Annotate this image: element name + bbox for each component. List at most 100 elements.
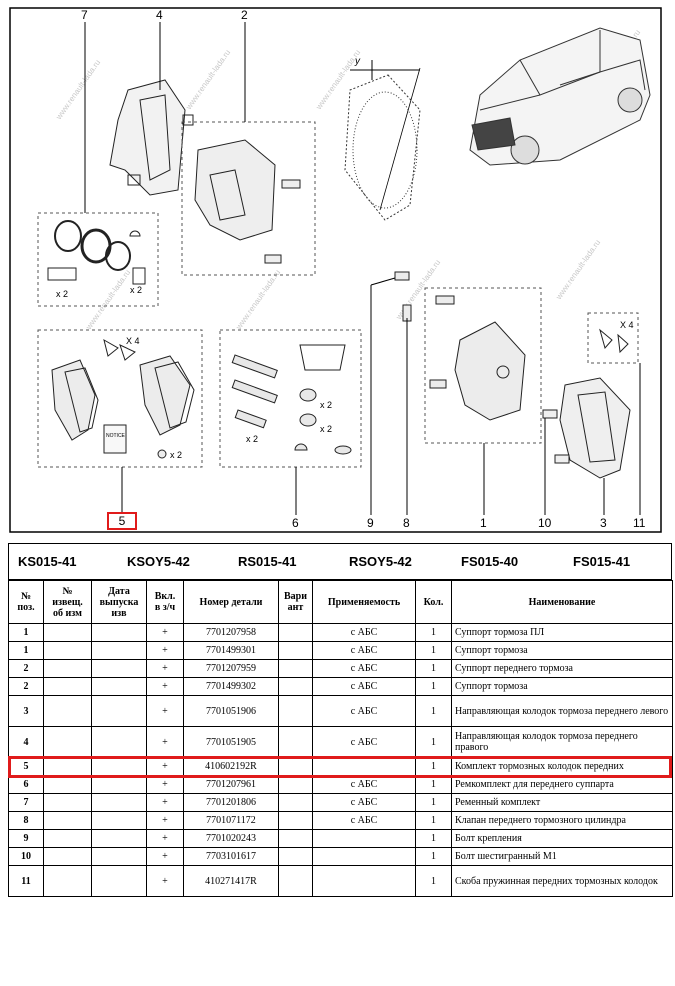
watermark: www.renault-lada.ru (184, 48, 232, 112)
callout-8: 8 (403, 516, 410, 530)
cell-qty: 1 (415, 847, 452, 866)
repair-kit-part6 (231, 344, 352, 455)
qty-mark: X 4 (620, 320, 634, 330)
cell-change-notice (43, 726, 92, 758)
repair-kit-box (219, 329, 362, 468)
cell-variant (278, 641, 313, 660)
cell-change-notice (43, 641, 92, 660)
cell-pos: 1 (8, 623, 44, 642)
cell-qty: 1 (415, 623, 452, 642)
header-name: Наименование (451, 580, 673, 624)
qty-mark: X 4 (126, 336, 140, 346)
cell-qty: 1 (415, 865, 452, 897)
cell-applicability: с АБС (312, 641, 416, 660)
caliper-bracket-part3 (542, 377, 631, 479)
cell-pos: 7 (8, 793, 44, 812)
vehicle-code: FS015-41 (573, 554, 631, 569)
cell-qty: 1 (415, 641, 452, 660)
callout-11: 11 (633, 516, 646, 530)
cell-release-date (91, 829, 147, 848)
cell-change-notice (43, 623, 92, 642)
notice-label: NOTICE (106, 433, 126, 439)
seal-kit-part7 (47, 220, 146, 285)
cell-part-number: 7701051906 (183, 695, 279, 727)
cell-variant (278, 829, 313, 848)
caliper-bracket-part4 (109, 79, 194, 196)
callout-1: 1 (480, 516, 487, 530)
leader-lines (84, 22, 641, 515)
header-qty: Кол. (415, 580, 452, 624)
cell-applicability: с АБС (312, 811, 416, 830)
cell-pos: 5 (8, 757, 44, 776)
vehicle-code: RSOY5-42 (349, 554, 412, 569)
cell-part-number: 7701201806 (183, 793, 279, 812)
cell-change-notice (43, 793, 92, 812)
cell-included: + (146, 659, 184, 678)
cell-included: + (146, 641, 184, 660)
cell-qty: 1 (415, 793, 452, 812)
exploded-parts-diagram: www.renault-lada.ru www.renault-lada.ru … (9, 7, 662, 533)
cell-part-number: 7701207961 (183, 775, 279, 794)
cell-qty: 1 (415, 726, 452, 758)
cell-variant (278, 695, 313, 727)
watermark: www.renault-lada.ru (394, 258, 442, 322)
cell-release-date (91, 677, 147, 696)
header-part-number: Номер детали (183, 580, 279, 624)
cell-applicability (312, 847, 416, 866)
cell-applicability: с АБС (312, 623, 416, 642)
cell-release-date (91, 847, 147, 866)
car-illustration (469, 27, 651, 166)
cell-variant (278, 793, 313, 812)
callout-5-highlighted[interactable]: 5 (107, 512, 137, 530)
cell-pos: 3 (8, 695, 44, 727)
qty-mark: x 2 (130, 285, 142, 295)
cell-release-date (91, 865, 147, 897)
qty-mark: x 2 (246, 434, 258, 444)
vehicle-codes-bar: KS015-41 KSOY5-42 RS015-41 RSOY5-42 FS01… (8, 543, 672, 580)
cell-release-date (91, 757, 147, 776)
cell-pos: 6 (8, 775, 44, 794)
watermark: www.renault-lada.ru (234, 268, 282, 332)
diagram-frame (9, 7, 662, 533)
cell-part-number: 7701499302 (183, 677, 279, 696)
cell-release-date (91, 623, 147, 642)
qty-mark: x 2 (320, 400, 332, 410)
cell-applicability: с АБС (312, 726, 416, 758)
cell-applicability: с АБС (312, 659, 416, 678)
cell-qty: 1 (415, 757, 452, 776)
cell-release-date (91, 775, 147, 794)
cell-name: Направляющая колодок тормоза переднего л… (451, 695, 673, 727)
cell-change-notice (43, 847, 92, 866)
cell-included: + (146, 793, 184, 812)
qty-mark: x 2 (170, 450, 182, 460)
cell-release-date (91, 695, 147, 727)
cell-included: + (146, 775, 184, 794)
cell-included: + (146, 677, 184, 696)
cell-part-number: 7701071172 (183, 811, 279, 830)
cell-included: + (146, 811, 184, 830)
cell-qty: 1 (415, 829, 452, 848)
header-included: Вкл.в з/ч (146, 580, 184, 624)
seal-kit-box (37, 212, 159, 307)
caliper-part2 (194, 139, 301, 264)
cell-release-date (91, 726, 147, 758)
cell-applicability: с АБС (312, 677, 416, 696)
cell-part-number: 7701020243 (183, 829, 279, 848)
vehicle-code: FS015-40 (461, 554, 519, 569)
